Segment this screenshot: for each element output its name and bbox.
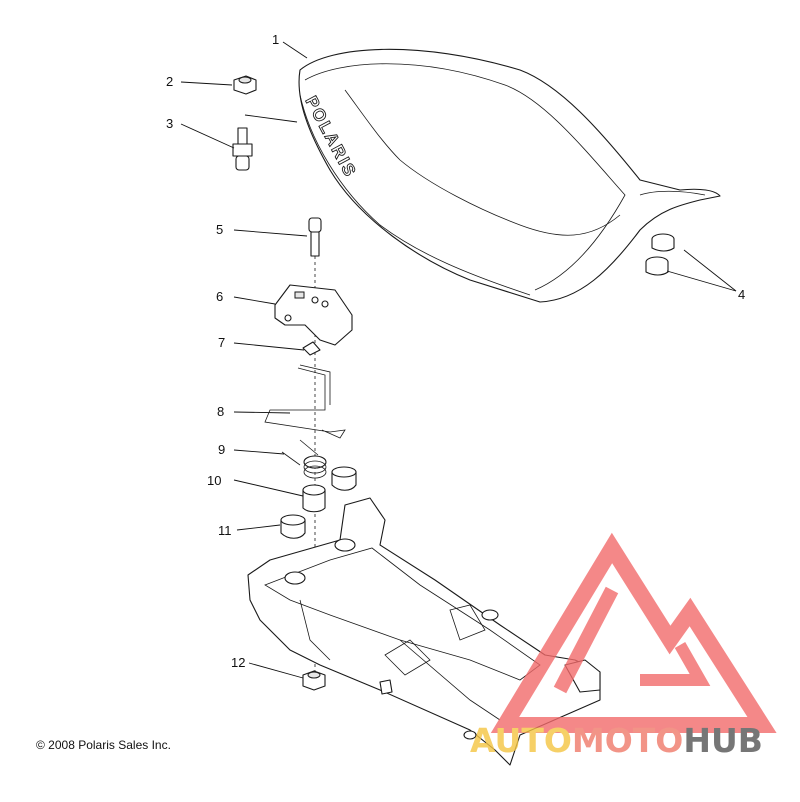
part-8-latch-rod (264, 364, 346, 439)
callout-8: 8 (217, 404, 224, 419)
callout-3: 3 (166, 116, 173, 131)
part-9-spring (281, 439, 327, 479)
seat: POLARIS (298, 48, 721, 303)
callout-10: 10 (207, 473, 221, 488)
watermark-moto: MOTO (572, 721, 683, 760)
callout-1: 1 (272, 32, 279, 47)
watermark-auto: AUTO (470, 721, 572, 760)
leader-lines (180, 41, 737, 679)
watermark-text: AUTOMOTOHUB (470, 721, 763, 760)
callout-6: 6 (216, 289, 223, 304)
callout-5: 5 (216, 222, 223, 237)
callout-12: 12 (231, 655, 245, 670)
callout-9: 9 (218, 442, 225, 457)
callout-2: 2 (166, 74, 173, 89)
callout-7: 7 (218, 335, 225, 350)
part-2-nut (233, 75, 257, 95)
part-12-nut (302, 670, 326, 691)
callout-4: 4 (738, 287, 745, 302)
part-10-spacer (302, 484, 326, 513)
copyright-notice: © 2008 Polaris Sales Inc. (36, 738, 171, 752)
callout-labels: 1 2 3 4 5 6 7 8 9 10 11 12 (166, 32, 745, 670)
callout-11: 11 (218, 523, 232, 538)
watermark-logo-icon (490, 532, 777, 733)
part-4-grommets (645, 233, 675, 276)
part-6-bracket (274, 284, 353, 346)
part-3-stud (232, 127, 253, 171)
automotohub-watermark: AUTOMOTOHUB (470, 532, 777, 760)
part-7-clip (302, 341, 321, 356)
part-11-bushings (280, 466, 357, 539)
watermark-hub: HUB (683, 721, 763, 760)
